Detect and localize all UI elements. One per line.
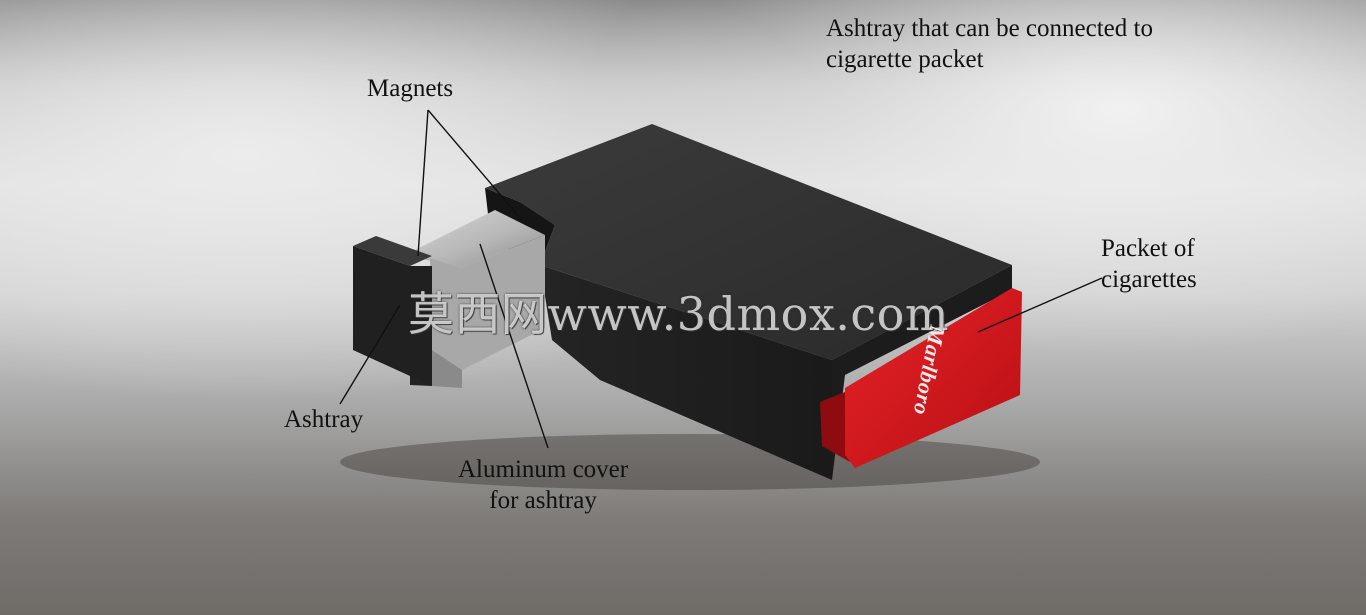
- ashtray-end-top: [353, 236, 432, 266]
- aluminum-cover-label: Aluminum cover for ashtray: [458, 456, 629, 514]
- case-front-face: [540, 265, 832, 480]
- ashtray-leader: [339, 304, 401, 405]
- case-right-face: [832, 265, 1012, 480]
- aluminum-cover-top: [405, 210, 545, 268]
- magnets-label: Magnets: [367, 75, 454, 102]
- aluminum-cover-front: [430, 235, 545, 370]
- packet-label: Packet of cigarettes: [1101, 235, 1197, 293]
- packet-side: [820, 390, 850, 462]
- packet-leader: [977, 277, 1103, 333]
- cover-leader: [479, 243, 549, 449]
- floor-shadow: [340, 434, 1040, 490]
- page-title: Ashtray that can be connected to cigaret…: [826, 15, 1153, 73]
- magnets-leader-left: [417, 109, 429, 257]
- case-top-face: [485, 124, 1012, 360]
- ashtray-label: Ashtray: [284, 406, 364, 433]
- aluminum-cover-side: [432, 350, 462, 388]
- packet-face: [845, 288, 1022, 468]
- magnets-leader-right: [427, 109, 523, 221]
- watermark-text: 莫西网www.3dmox.com: [408, 287, 949, 341]
